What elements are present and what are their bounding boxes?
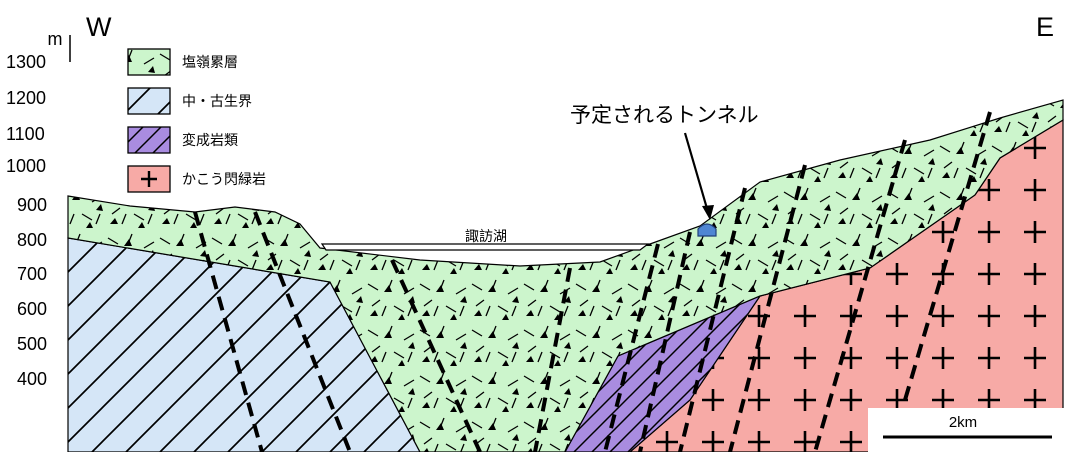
cross-section [67,99,1064,452]
legend-label: 塩嶺累層 [182,55,238,71]
tunnel-label: 予定されるトンネル [570,103,759,127]
direction-west: W [86,12,112,42]
direction-east: E [1036,12,1054,42]
legend-swatch-enrei [127,48,171,76]
lake-suwa [320,243,650,251]
legend-swatch-granodiorite [127,165,171,193]
y-tick-label: 1200 [6,88,46,108]
tunnel-icon [697,223,717,237]
y-tick-label: 1000 [6,156,46,176]
y-axis: m 1300 1200 1100 1000 900 800 700 600 50… [6,29,71,389]
faults [193,111,992,452]
legend: 塩嶺累層 中・古生界 変成岩類 かこう閃緑岩 [127,48,266,193]
y-tick-label: 700 [17,264,47,284]
fault-line [193,211,264,452]
y-tick-label: 500 [17,334,47,354]
lake-label: 諏訪湖 [465,229,507,245]
legend-swatch-paleozoic [127,87,171,115]
y-tick-label: 400 [17,369,47,389]
tunnel-annotation: 予定されるトンネル [570,103,759,237]
legend-swatch-metamorphic [127,126,171,154]
y-tick-label: 1300 [6,52,46,72]
unit-enrei-formation [67,99,1064,452]
fault-line [903,111,992,401]
legend-label: 変成岩類 [182,132,238,149]
fault-line [813,139,907,452]
y-tick-label: 600 [17,299,47,319]
scale-bar: 2km [868,408,1064,452]
y-tick-label: 1100 [6,124,45,144]
scale-bar-label: 2km [949,414,977,431]
fault-line [533,267,572,452]
y-axis-unit: m [48,29,63,49]
fault-line [678,187,747,452]
y-tick-label: 900 [17,195,47,215]
fault-line [728,164,807,452]
fault-line [603,243,660,452]
legend-label: かこう閃緑岩 [182,172,266,188]
fault-line [638,231,692,452]
legend-cross-icon [141,171,157,187]
y-tick-label: 800 [17,230,47,250]
fault-line [390,259,482,452]
legend-label: 中・古生界 [182,94,252,110]
